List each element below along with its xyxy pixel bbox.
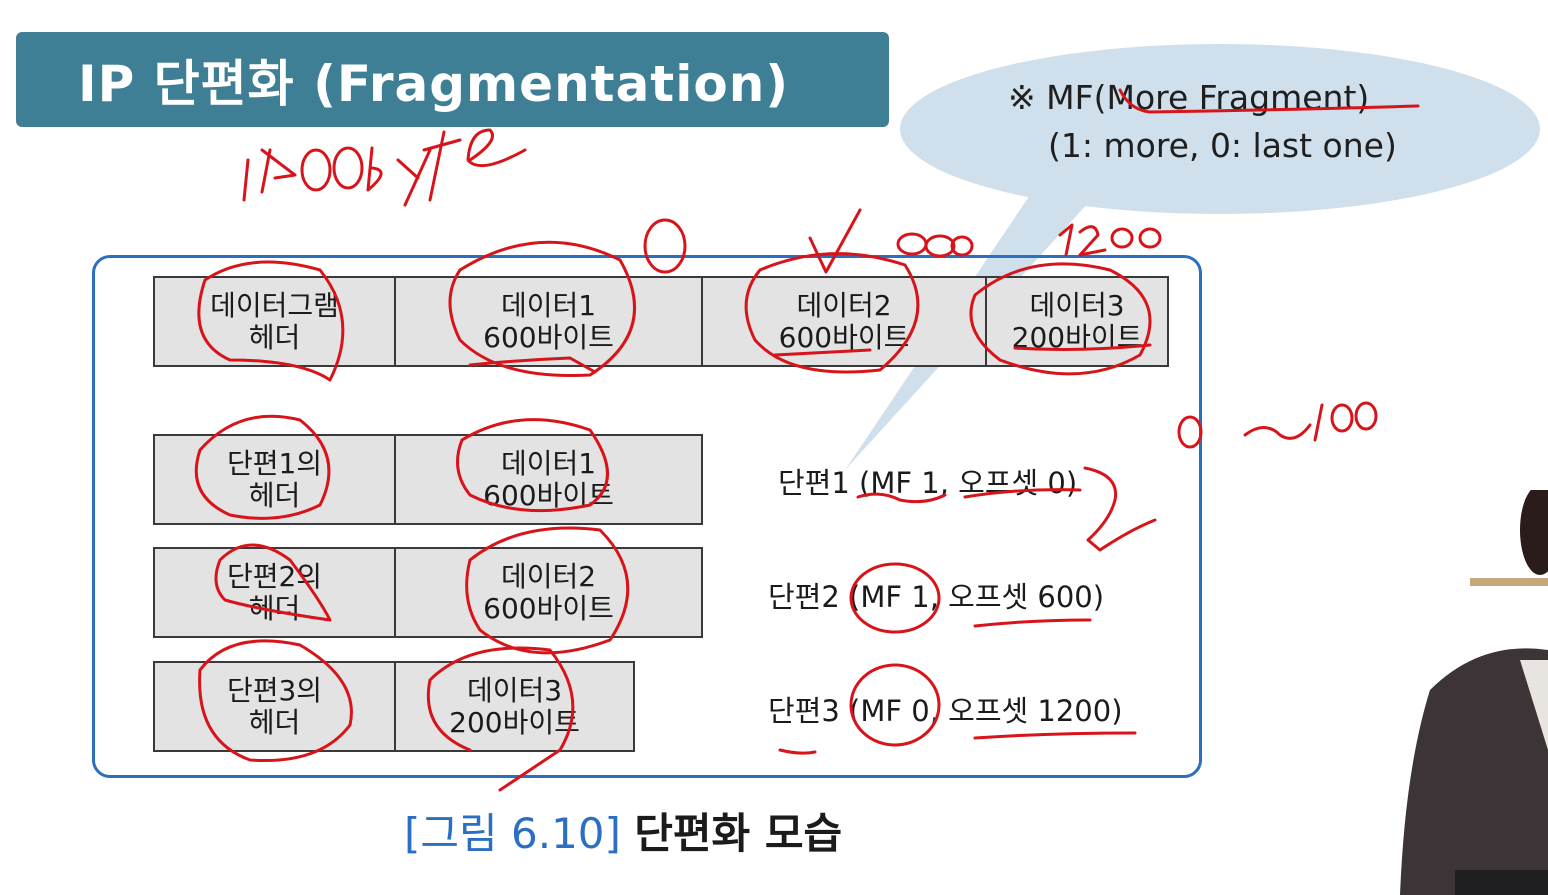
fragment-2: 단편2의 헤더 데이터2 600바이트 bbox=[153, 547, 703, 638]
presenter-image bbox=[1400, 490, 1548, 895]
fragment-data-cell: 데이터3 200바이트 bbox=[396, 661, 635, 752]
mf-note-line2: (1: more, 0: last one) bbox=[1048, 126, 1397, 165]
fragment-2-label: 단편2 (MF 1, 오프셋 600) bbox=[768, 580, 1105, 614]
cell-line: 헤더 bbox=[248, 478, 301, 512]
data2-cell: 데이터2 600바이트 bbox=[703, 276, 987, 367]
original-datagram: 데이터그램 헤더 데이터1 600바이트 데이터2 600바이트 데이터3 20… bbox=[153, 276, 1169, 367]
cell-line: 헤더 bbox=[248, 320, 301, 354]
cell-line: 헤더 bbox=[248, 591, 301, 625]
cell-line: 600바이트 bbox=[483, 591, 614, 625]
cell-line: 단편3의 bbox=[226, 673, 323, 707]
fragment-header-cell: 단편2의 헤더 bbox=[153, 547, 396, 638]
fragment-1-label: 단편1 (MF 1, 오프셋 0) bbox=[778, 466, 1078, 500]
figure-number: [그림 6.10] bbox=[404, 809, 621, 858]
figure-caption: [그림 6.10] 단편화 모습 bbox=[404, 800, 842, 861]
page-title: IP 단편화 (Fragmentation) bbox=[78, 54, 790, 113]
fragment-header-cell: 단편3의 헤더 bbox=[153, 661, 396, 752]
fragment-1: 단편1의 헤더 데이터1 600바이트 bbox=[153, 434, 703, 525]
cell-line: 데이터3 bbox=[466, 673, 563, 707]
cell-line: 단편1의 bbox=[226, 446, 323, 480]
cell-line: 단편2의 bbox=[226, 559, 323, 593]
cell-line: 헤더 bbox=[248, 705, 301, 739]
title-bar: IP 단편화 (Fragmentation) bbox=[16, 32, 889, 127]
note-bubble bbox=[900, 44, 1540, 214]
fragment-data-cell: 데이터1 600바이트 bbox=[396, 434, 703, 525]
cell-line: 600바이트 bbox=[483, 478, 614, 512]
cell-line: 600바이트 bbox=[778, 320, 910, 354]
mf-note-line1: ※ MF(More Fragment) bbox=[1008, 78, 1370, 117]
cell-line: 데이터그램 bbox=[210, 288, 339, 322]
data3-cell: 데이터3 200바이트 bbox=[987, 276, 1169, 367]
cell-line: 200바이트 bbox=[449, 705, 580, 739]
cell-line: 데이터1 bbox=[500, 288, 597, 322]
cell-line: 600바이트 bbox=[483, 320, 614, 354]
cell-line: 데이터2 bbox=[500, 559, 597, 593]
data1-cell: 데이터1 600바이트 bbox=[396, 276, 703, 367]
fragment-3-label: 단편3 (MF 0, 오프셋 1200) bbox=[768, 694, 1123, 728]
fragment-data-cell: 데이터2 600바이트 bbox=[396, 547, 703, 638]
cell-line: 200바이트 bbox=[1011, 320, 1143, 354]
cell-line: 데이터3 bbox=[1029, 288, 1125, 322]
figure-title: 단편화 모습 bbox=[634, 809, 843, 858]
fragment-3: 단편3의 헤더 데이터3 200바이트 bbox=[153, 661, 635, 752]
cell-line: 데이터1 bbox=[500, 446, 597, 480]
mf-note: ※ MF(More Fragment) (1: more, 0: last on… bbox=[1008, 74, 1397, 170]
cell-line: 데이터2 bbox=[796, 288, 892, 322]
datagram-header-cell: 데이터그램 헤더 bbox=[153, 276, 396, 367]
fragment-header-cell: 단편1의 헤더 bbox=[153, 434, 396, 525]
